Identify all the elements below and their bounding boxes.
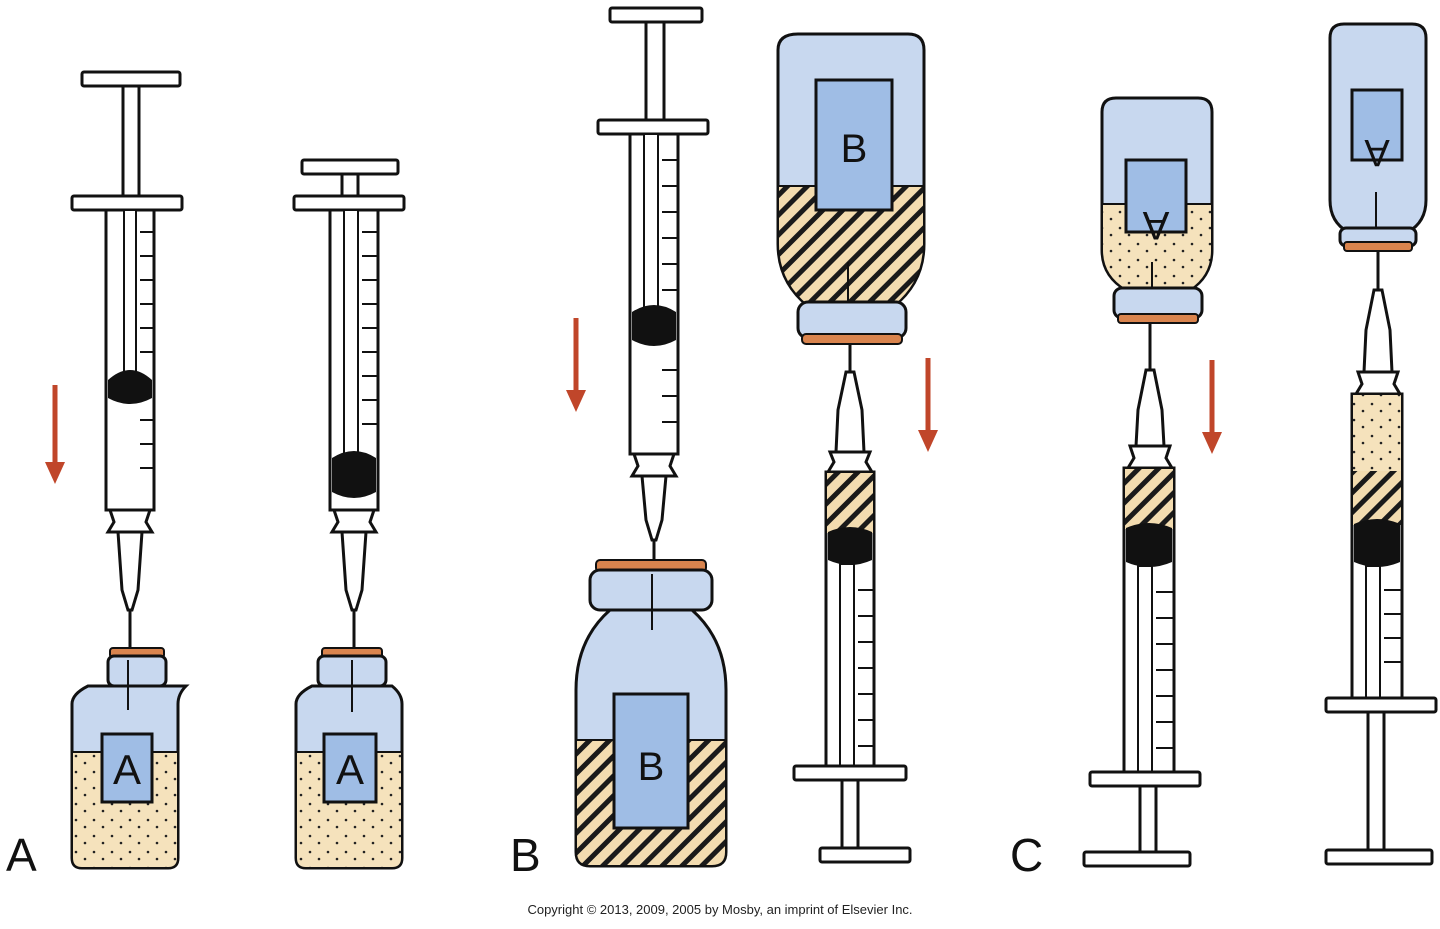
panel-a-vial-2: A <box>294 647 404 870</box>
panel-b-syringe-1 <box>596 6 710 572</box>
arrow-a <box>45 385 65 484</box>
panel-b-vial-2-inverted: B <box>776 32 926 345</box>
panel-letter-c: C <box>1010 829 1044 881</box>
panel-b-vial-1: B <box>574 559 728 868</box>
vial-label-a-2: A <box>336 746 364 793</box>
arrow-b-right <box>918 358 938 452</box>
arrow-b-left <box>566 318 586 412</box>
arrow-c <box>1202 360 1222 454</box>
vial-label-a-3: A <box>1142 203 1169 247</box>
vial-label-a-1: A <box>113 746 141 793</box>
vial-label-b-1: B <box>638 745 665 789</box>
copyright-notice: Copyright © 2013, 2009, 2005 by Mosby, a… <box>527 902 913 917</box>
panel-a-vial-1: A <box>70 647 190 870</box>
panel-a-syringe-2 <box>292 158 406 660</box>
panel-c-syringe-2-inverted <box>1324 251 1438 866</box>
panel-letter-b: B <box>510 829 541 881</box>
panel-a-syringe-1 <box>70 70 184 660</box>
panel-c-syringe-1-inverted <box>1082 323 1202 868</box>
vial-label-b-2: B <box>841 127 868 171</box>
panel-c-vial-2-inverted: A <box>1328 22 1428 252</box>
panel-b-syringe-2-inverted <box>792 344 912 864</box>
panel-letter-a: A <box>6 829 37 881</box>
panel-c-vial-1-inverted: A <box>1100 96 1214 324</box>
vial-label-a-4: A <box>1364 131 1390 173</box>
